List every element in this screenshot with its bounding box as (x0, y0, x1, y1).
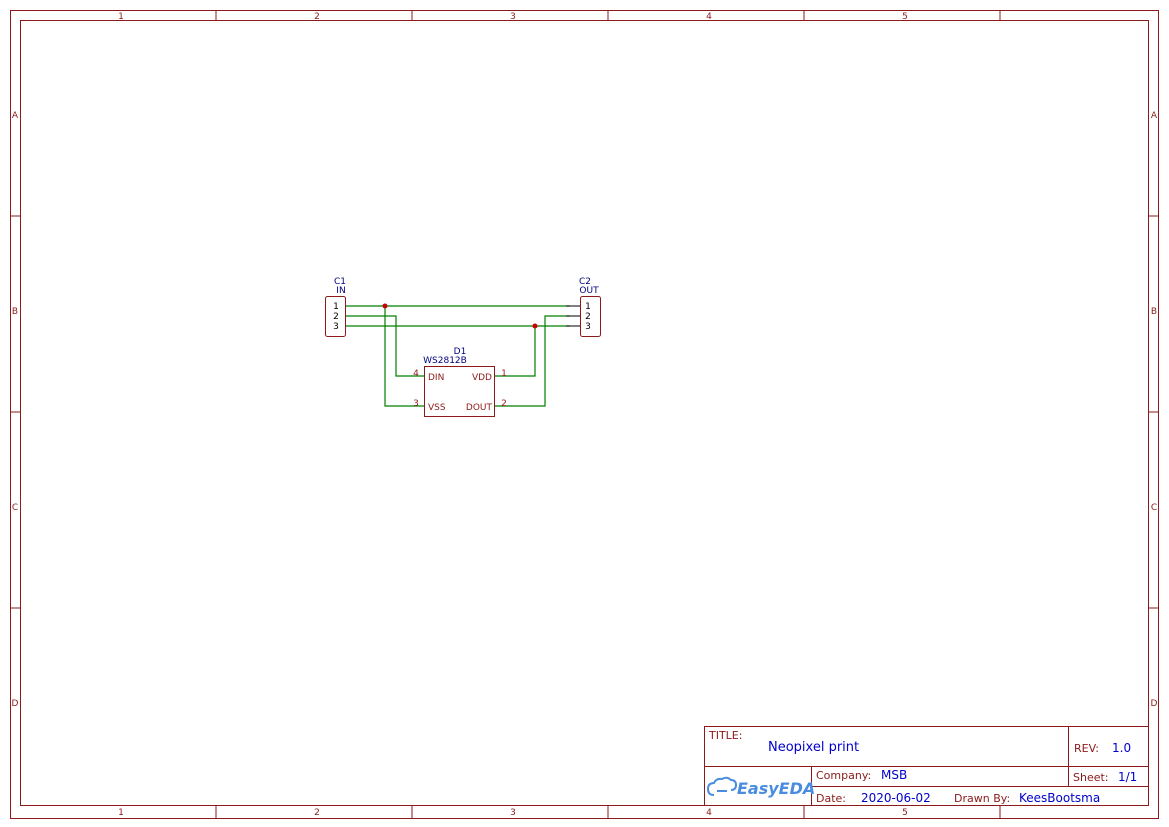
title-value: Neopixel print (768, 740, 859, 755)
row-label-left-c: C (12, 503, 18, 513)
row-label-right-b: B (1151, 307, 1157, 317)
col-label-bottom-2: 2 (314, 808, 320, 818)
c1-pin-2: 2 (333, 312, 339, 322)
c1-value: IN (336, 286, 345, 296)
rev-value: 1.0 (1112, 741, 1131, 755)
column-dividers-bottom (215, 805, 1001, 819)
drawn-by-label: Drawn By: (954, 792, 1010, 805)
col-label-bottom-4: 4 (706, 808, 712, 818)
c1-pin-1: 1 (333, 302, 339, 312)
led-d1[interactable]: D1 WS2812B 4 DIN 3 VSS 1 VDD 2 DOUT (413, 347, 507, 417)
wire-din (346, 315, 424, 377)
d1-pin-vss-num: 3 (413, 399, 419, 409)
c2-pin-1: 1 (585, 302, 591, 312)
d1-pin-vdd-name: VDD (472, 373, 492, 383)
c1-pin-3: 3 (333, 322, 339, 332)
connector-c1[interactable]: C1 IN 1 2 3 (325, 277, 347, 337)
date-label: Date: (816, 792, 846, 805)
row-label-right-d: D (1151, 699, 1158, 709)
sheet-label: Sheet: (1073, 771, 1109, 784)
logo-text: EasyEDA (737, 779, 815, 798)
c2-value: OUT (579, 286, 599, 296)
col-label-top-3: 3 (510, 12, 516, 22)
column-dividers-top (215, 10, 1001, 21)
row-label-left-b: B (12, 307, 18, 317)
col-label-top-4: 4 (706, 12, 712, 22)
row-label-right-c: C (1151, 503, 1157, 513)
date-value: 2020-06-02 (861, 791, 931, 805)
c2-body (580, 296, 601, 337)
d1-pin-dout-num: 2 (501, 399, 507, 409)
wire-net1-vss (384, 306, 424, 407)
row-label-right-a: A (1151, 111, 1158, 121)
sheet-value: 1/1 (1118, 770, 1137, 784)
row-label-left-a: A (12, 111, 19, 121)
company-value: MSB (881, 768, 907, 782)
c2-pin-2: 2 (585, 312, 591, 322)
junction-net3 (532, 323, 538, 329)
col-label-bottom-3: 3 (510, 808, 516, 818)
col-label-bottom-1: 1 (118, 808, 124, 818)
drawn-by-value: KeesBootsma (1019, 791, 1100, 805)
title-label: TITLE: (708, 729, 742, 742)
rev-label: REV: (1074, 742, 1099, 755)
junction-net1 (382, 303, 388, 309)
d1-pin-dout-name: DOUT (466, 403, 493, 413)
d1-body (424, 366, 495, 417)
d1-ref: D1 (454, 347, 467, 357)
d1-pin-vdd-num: 1 (501, 369, 507, 379)
d1-value: WS2812B (423, 356, 467, 366)
company-label: Company: (816, 769, 871, 782)
d1-pin-din-num: 4 (413, 369, 419, 379)
d1-pin-din-name: DIN (428, 373, 444, 383)
connector-c2[interactable]: C2 OUT 1 2 3 (566, 277, 601, 337)
d1-pin-vss-name: VSS (428, 403, 446, 413)
row-label-left-d: D (12, 699, 19, 709)
col-label-top-2: 2 (314, 12, 320, 22)
c2-pin-3: 3 (585, 322, 591, 332)
wire-dout (495, 315, 570, 407)
easyeda-logo-icon: EasyEDA (706, 776, 815, 798)
col-label-top-5: 5 (902, 12, 908, 22)
col-label-bottom-5: 5 (902, 808, 908, 818)
c1-body (325, 296, 346, 337)
col-label-top-1: 1 (118, 12, 124, 22)
c1-ref: C1 (334, 277, 346, 287)
c2-ref: C2 (579, 277, 591, 287)
wire-net3-vdd (495, 326, 536, 377)
inner-frame (20, 20, 1149, 806)
outer-frame (10, 10, 1159, 819)
row-dividers (10, 215, 1159, 609)
title-block: TITLE: Neopixel print REV: 1.0 Company: … (704, 726, 1149, 806)
